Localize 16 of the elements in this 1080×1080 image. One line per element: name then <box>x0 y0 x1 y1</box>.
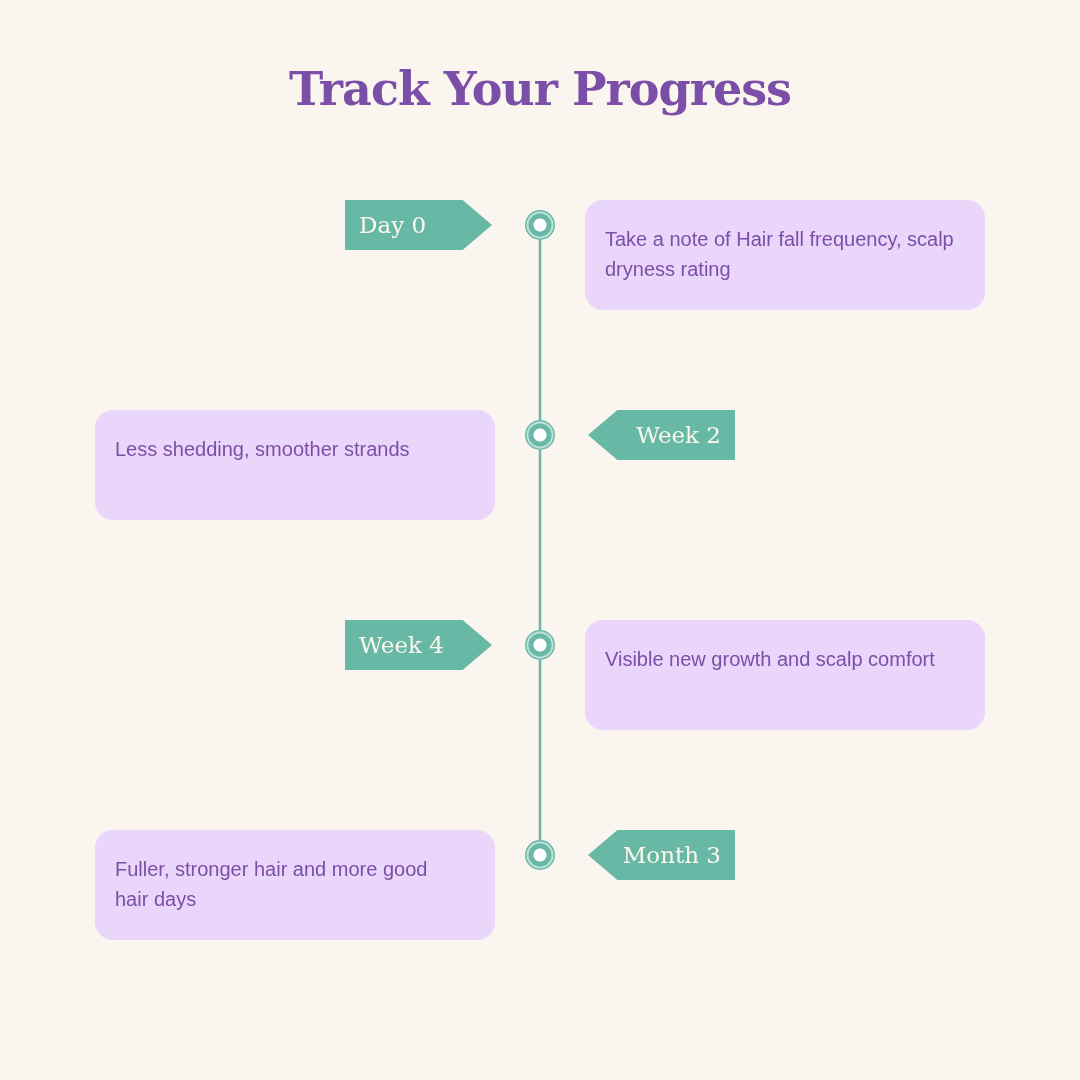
timeline-line <box>538 240 542 420</box>
timeline-dot <box>525 210 555 240</box>
milestone-tag: Day 0 <box>345 200 492 250</box>
milestone-tag: Week 4 <box>345 620 492 670</box>
description-card: Less shedding, smoother strands <box>95 410 495 520</box>
description-card: Visible new growth and scalp comfort <box>585 620 985 730</box>
description-card: Fuller, stronger hair and more good hair days <box>95 830 495 940</box>
description-card: Take a note of Hair fall frequency, scalp dryness rating <box>585 200 985 310</box>
timeline-dot <box>525 420 555 450</box>
timeline-line <box>538 450 542 630</box>
timeline-line <box>538 660 542 840</box>
timeline-dot <box>525 840 555 870</box>
timeline-dot <box>525 630 555 660</box>
milestone-tag: Month 3 <box>588 830 735 880</box>
milestone-tag: Week 2 <box>588 410 735 460</box>
title: Track Your Progress <box>289 62 791 116</box>
